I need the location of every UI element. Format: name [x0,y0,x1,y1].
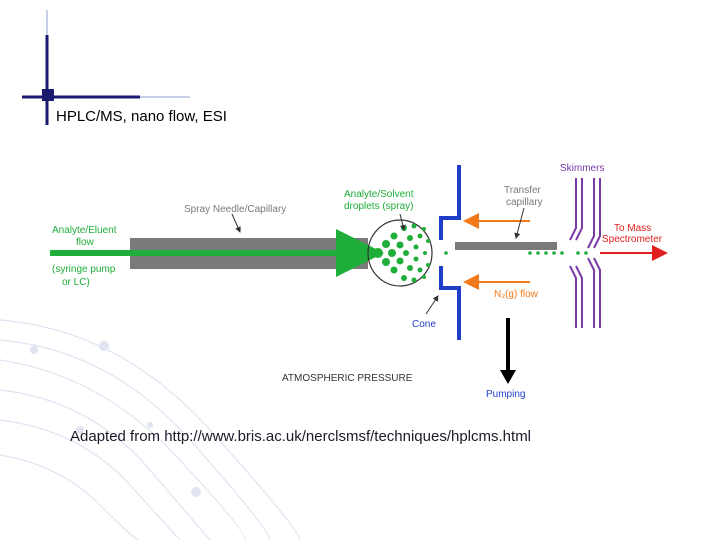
taylor-cone-outline [367,219,433,287]
pumping-arrow-head [500,370,516,384]
cone-pointer [425,295,439,315]
decor-swooshes [0,319,301,540]
label-syringe-pump: (syringe pump [52,264,116,275]
ion-dots [444,251,588,255]
label-cone: Cone [412,319,436,330]
label-analyte-eluent: Analyte/Eluent [52,225,117,236]
cone-lower [439,266,461,340]
spray-droplets [373,223,430,283]
transfer-capillary [455,242,557,250]
cone-upper [439,165,461,240]
label-n2-flow: N₂(g) flow [494,289,539,300]
label-capillary: capillary [506,197,543,208]
label-pumping: Pumping [486,389,525,400]
label-spray-needle: Spray Needle/Capillary [184,204,286,215]
decor-square [42,89,54,101]
decor-dots [30,341,201,497]
label-or-lc: or LC) [62,277,90,288]
label-spectrometer: Spectrometer [602,234,663,245]
droplets-pointer [399,213,406,231]
label-flow: flow [76,237,95,248]
label-analyte-solvent: Analyte/Solvent [344,189,414,200]
source-caption: Adapted from http://www.bris.ac.uk/nercl… [70,428,532,445]
spray-needle-pointer [231,213,241,233]
label-to-mass: To Mass [614,223,651,234]
transfer-pointer [514,207,525,239]
label-skimmers: Skimmers [560,163,604,174]
slide-title: HPLC/MS, nano flow, ESI [56,108,227,125]
label-atmospheric-pressure: ATMOSPHERIC PRESSURE [282,373,413,384]
label-droplets: droplets (spray) [344,201,413,212]
label-transfer: Transfer [504,185,542,196]
skimmers [569,178,601,328]
